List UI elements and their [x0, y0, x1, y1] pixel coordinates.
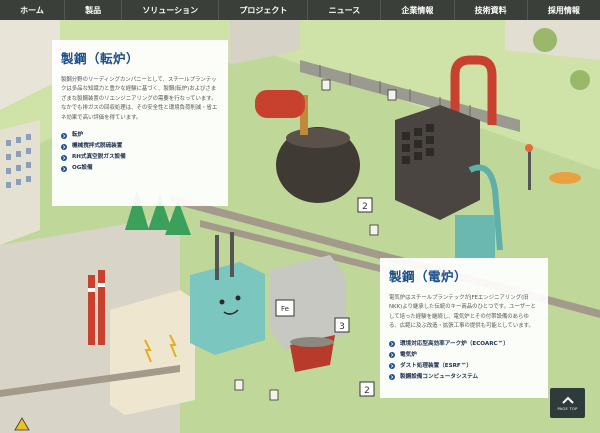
converter-product-link[interactable]: RH式真空脱ガス設備: [61, 152, 219, 163]
sign-3: 3: [334, 317, 350, 333]
converter-product-label: RH式真空脱ガス設備: [72, 154, 126, 161]
converter-product-label: 転炉: [72, 132, 84, 139]
eaf-product-label: 製鋼設備コンピュータシステム: [400, 373, 479, 380]
eaf-product-label: 環境対応型高効率アーク炉（ECOARC™）: [400, 340, 509, 347]
converter-info-panel: 製鋼（転炉） 製鋼分野のリーディングカンパニーとして、スチールプランテックは多品…: [52, 40, 228, 206]
converter-product-link[interactable]: 転炉: [61, 130, 219, 141]
eaf-product-label: 電気炉: [400, 351, 417, 358]
nav-item-recruit[interactable]: 採用情報: [547, 5, 580, 15]
page-top-button[interactable]: PAGE TOP: [550, 388, 585, 418]
nav-item-projects[interactable]: プロジェクト: [219, 0, 309, 20]
svg-text:3: 3: [339, 322, 345, 332]
nav-item-solutions[interactable]: ソリューション: [122, 0, 220, 20]
eaf-panel-title: 製鋼（電炉）: [389, 269, 468, 284]
converter-product-list: 転炉 機械撹拌式脱硫装置 RH式真空脱ガス設備 OG設備: [61, 130, 219, 174]
nav-item-technical[interactable]: 技術資料: [455, 0, 528, 20]
page-top-label: PAGE TOP: [557, 406, 578, 411]
nav-item-home[interactable]: ホーム: [0, 0, 65, 20]
eaf-product-link[interactable]: ダスト処理装置（ESRF™）: [389, 361, 539, 372]
converter-product-link[interactable]: 機械撹拌式脱硫装置: [61, 141, 219, 152]
chevron-right-icon: [389, 374, 395, 381]
nav-item-company[interactable]: 企業情報: [381, 0, 455, 20]
eaf-panel-description: 電気炉はスチールプランテックがJFEエンジニアリング(旧NKK)より継承した伝統…: [389, 295, 536, 330]
chevron-right-icon: [61, 143, 67, 150]
chevron-right-icon: [61, 165, 67, 172]
converter-product-label: 機械撹拌式脱硫装置: [72, 143, 123, 150]
eaf-info-panel: 製鋼（電炉） 電気炉はスチールプランテックがJFEエンジニアリング(旧NKK)よ…: [380, 258, 548, 398]
eaf-product-link[interactable]: 環境対応型高効率アーク炉（ECOARC™）: [389, 339, 539, 350]
chevron-up-icon: [561, 396, 574, 404]
sign-fe: Fe: [275, 299, 295, 317]
svg-text:2: 2: [362, 202, 368, 212]
chevron-right-icon: [61, 154, 67, 161]
sign-2-top: 2: [357, 197, 373, 213]
svg-text:2: 2: [364, 386, 370, 396]
global-nav: ホーム 製品 ソリューション プロジェクト ニュース 企業情報 技術資料 採用情…: [0, 0, 600, 20]
converter-panel-description: 製鋼分野のリーディングカンパニーとして、スチールプランテックは多品な知識力と豊か…: [61, 77, 218, 121]
eaf-product-label: ダスト処理装置（ESRF™）: [400, 362, 472, 369]
nav-item-products[interactable]: 製品: [65, 0, 123, 20]
converter-panel-title: 製鋼（転炉）: [61, 51, 140, 66]
sign-2-bottom: 2: [359, 381, 375, 397]
eaf-product-list: 環境対応型高効率アーク炉（ECOARC™） 電気炉 ダスト処理装置（ESRF™）…: [389, 339, 539, 383]
chevron-right-icon: [389, 352, 395, 359]
chevron-right-icon: [389, 341, 395, 348]
chevron-right-icon: [389, 363, 395, 370]
converter-product-link[interactable]: OG設備: [61, 163, 219, 174]
nav-item-news[interactable]: ニュース: [308, 0, 382, 20]
converter-product-label: OG設備: [72, 165, 93, 172]
svg-text:Fe: Fe: [281, 305, 289, 313]
eaf-product-link[interactable]: 製鋼設備コンピュータシステム: [389, 372, 539, 383]
chevron-right-icon: [61, 132, 67, 139]
eaf-product-link[interactable]: 電気炉: [389, 350, 539, 361]
